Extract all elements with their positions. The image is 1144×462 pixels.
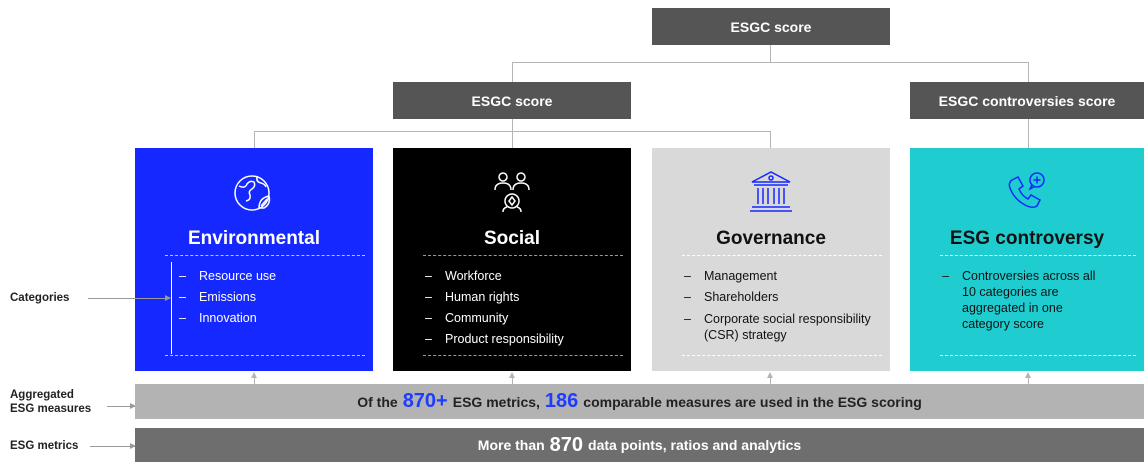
environmental-bracket — [171, 262, 172, 354]
connector-mid-vertical — [512, 119, 513, 131]
list-item: Workforce — [425, 266, 619, 287]
list-item: Shareholders — [684, 287, 878, 308]
aggregated-measures-bar: Of the 870+ ESG metrics, 186 comparable … — [135, 384, 1144, 419]
social-list: Workforce Human rights Community Product… — [425, 266, 619, 350]
arrow-to-social — [509, 372, 515, 384]
list-item: Emissions — [179, 287, 361, 308]
controversies-score-label: ESGC controversies score — [938, 92, 1116, 109]
people-icon — [393, 168, 631, 218]
environmental-card: Environmental Resource use Emissions Inn… — [135, 148, 373, 371]
governance-bottom-divider — [682, 355, 882, 356]
esg-metrics-bar: More than 870 data points, ratios and an… — [135, 428, 1144, 462]
controversy-list: Controversies across all 10 categories a… — [942, 268, 1102, 337]
aggregated-label-line1: Aggregated — [10, 389, 74, 401]
list-item: Resource use — [179, 266, 361, 287]
metrics-text-post: data points, ratios and analytics — [588, 437, 802, 453]
arrow-to-governance — [767, 372, 773, 384]
aggregated-label-line2: ESG measures — [10, 403, 92, 415]
environmental-top-divider — [165, 255, 365, 256]
controversies-score-box: ESGC controversies score — [910, 82, 1144, 119]
categories-label: Categories — [10, 292, 70, 304]
controversy-top-divider — [940, 255, 1136, 256]
bank-building-icon — [652, 168, 890, 218]
social-title: Social — [484, 228, 540, 249]
list-item: Controversies across all 10 categories a… — [942, 268, 1102, 332]
environmental-list: Resource use Emissions Innovation — [179, 266, 361, 329]
connector-left-drop — [512, 62, 513, 82]
list-item: Innovation — [179, 308, 361, 329]
list-item: Product responsibility — [425, 329, 619, 350]
connector-env-drop — [254, 131, 255, 148]
list-item: Management — [684, 266, 878, 287]
aggregated-measures-label: Aggregated ESG measures — [10, 388, 91, 416]
phone-plus-icon — [910, 168, 1144, 218]
connector-top-vertical — [770, 45, 771, 62]
governance-card: Governance Management Shareholders Corpo… — [652, 148, 890, 371]
list-item: Community — [425, 308, 619, 329]
controversy-card: ESG controversy Controversies across all… — [910, 148, 1144, 371]
connector-controversy-drop — [1028, 119, 1029, 148]
connector-gov-drop — [770, 131, 771, 148]
social-bottom-divider — [423, 355, 623, 356]
governance-title: Governance — [716, 228, 826, 249]
metrics-text-pre: More than — [477, 437, 545, 453]
aggregated-number-186: 186 — [544, 390, 579, 412]
environmental-title: Environmental — [188, 228, 320, 249]
list-item: Human rights — [425, 287, 619, 308]
connector-right-drop — [1028, 62, 1029, 82]
aggregated-arrow — [107, 403, 136, 409]
categories-arrow — [88, 295, 171, 301]
governance-top-divider — [682, 255, 882, 256]
controversy-bottom-divider — [940, 355, 1136, 356]
metrics-arrow — [90, 443, 136, 449]
globe-leaf-icon — [135, 168, 373, 218]
social-card: Social Workforce Human rights Community … — [393, 148, 631, 371]
controversy-title: ESG controversy — [949, 228, 1105, 249]
esgc-score-top-label: ESGC score — [730, 18, 812, 35]
environmental-bottom-divider — [165, 355, 365, 356]
arrow-to-environmental — [251, 372, 257, 384]
aggregated-text-mid: ESG metrics, — [452, 393, 540, 410]
list-item: Corporate social responsibility (CSR) st… — [684, 308, 878, 343]
social-top-divider — [423, 255, 623, 256]
esg-metrics-label: ESG metrics — [10, 440, 79, 452]
aggregated-text-post: comparable measures are used in the ESG … — [583, 393, 922, 410]
governance-list: Management Shareholders Corporate social… — [684, 266, 878, 343]
esgc-score-top-box: ESGC score — [652, 8, 890, 45]
connector-social-drop — [512, 131, 513, 148]
arrow-to-controversy — [1025, 372, 1031, 384]
aggregated-text-pre: Of the — [357, 393, 398, 410]
connector-top-horizontal — [512, 62, 1029, 63]
esg-score-box: ESGC score — [393, 82, 631, 119]
esg-score-label: ESGC score — [471, 92, 553, 109]
aggregated-number-870: 870+ — [402, 390, 448, 412]
metrics-number: 870 — [549, 433, 584, 456]
